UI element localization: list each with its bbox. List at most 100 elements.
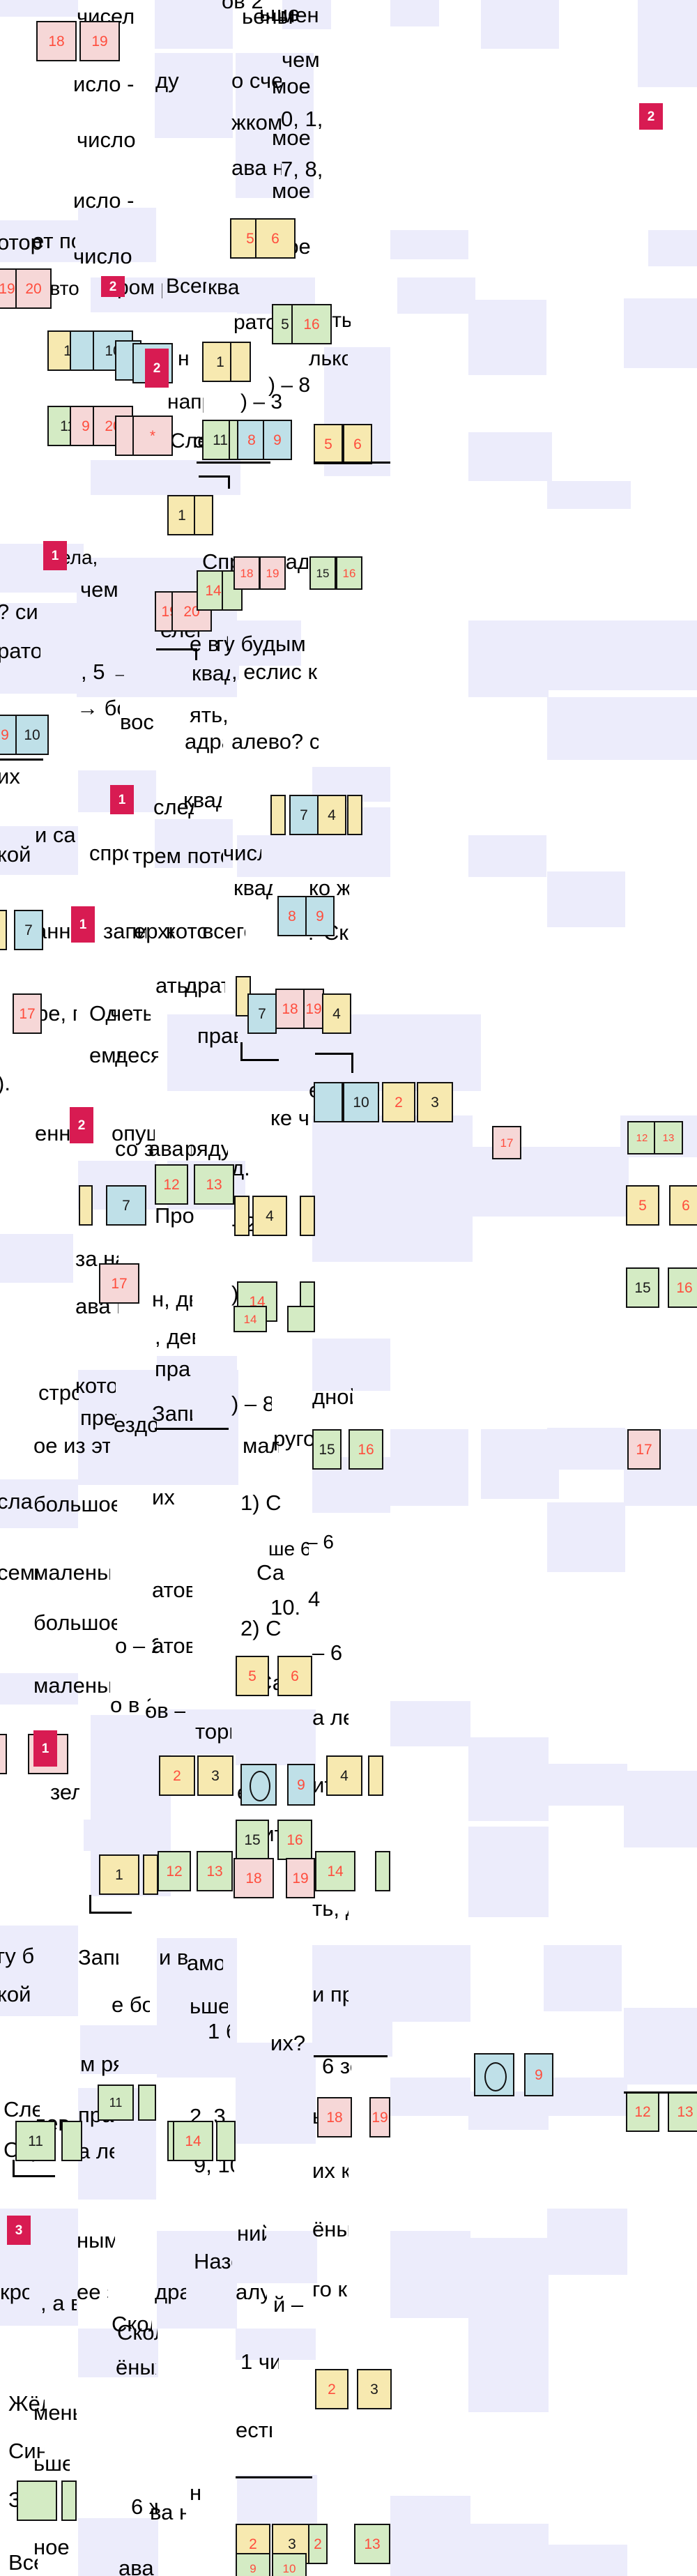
number-tile[interactable]: [270, 795, 286, 835]
number-tile[interactable]: 4: [252, 1196, 287, 1236]
number-tile[interactable]: 20: [171, 591, 212, 632]
number-tile[interactable]: 12: [158, 1851, 191, 1891]
number-tile[interactable]: [17, 2480, 57, 2521]
number-tile[interactable]: [143, 1854, 158, 1895]
number-tile[interactable]: [368, 1755, 383, 1796]
number-tile[interactable]: 19: [303, 989, 324, 1029]
number-tile[interactable]: 15: [236, 1820, 269, 1860]
number-tile[interactable]: 10: [272, 2553, 307, 2576]
number-tile[interactable]: 3: [357, 2369, 392, 2409]
number-tile[interactable]: 1: [167, 495, 197, 535]
number-tile[interactable]: 20: [15, 268, 52, 309]
number-tile[interactable]: 11: [15, 2121, 56, 2161]
number-tile[interactable]: [0, 1734, 7, 1774]
number-tile[interactable]: 12: [627, 1121, 657, 1154]
number-tile[interactable]: 13: [654, 1121, 683, 1154]
number-tile[interactable]: 14: [233, 1306, 267, 1332]
number-tile[interactable]: 14: [315, 1851, 355, 1891]
number-tile[interactable]: [314, 1082, 343, 1122]
number-tile[interactable]: [61, 2121, 82, 2161]
number-tile[interactable]: 16: [348, 1429, 383, 1470]
number-tile[interactable]: 2: [308, 2524, 328, 2564]
number-tile[interactable]: [79, 1185, 93, 1226]
number-tile[interactable]: [216, 2121, 236, 2161]
number-tile[interactable]: 6: [277, 1656, 312, 1696]
number-tile[interactable]: 6: [343, 424, 372, 464]
number-tile[interactable]: 13: [197, 1851, 233, 1891]
number-tile[interactable]: 11: [98, 2085, 134, 2121]
number-tile[interactable]: [375, 1851, 390, 1891]
number-tile[interactable]: 17: [492, 1126, 521, 1159]
number-tile[interactable]: 13: [194, 1164, 234, 1205]
exercise-number-badge[interactable]: 2: [639, 103, 663, 130]
number-tile[interactable]: 17: [627, 1429, 661, 1470]
number-tile[interactable]: 6: [669, 1185, 697, 1226]
exercise-number-badge[interactable]: 3: [7, 2216, 31, 2245]
number-tile[interactable]: 19: [259, 556, 286, 590]
number-tile[interactable]: 12: [626, 2091, 659, 2132]
number-tile[interactable]: [61, 2480, 77, 2521]
number-tile[interactable]: 5: [236, 1656, 269, 1696]
number-tile[interactable]: [300, 1196, 315, 1236]
exercise-number-badge[interactable]: 1: [43, 541, 67, 570]
number-tile[interactable]: 3: [417, 1082, 453, 1122]
number-tile[interactable]: 18: [275, 989, 305, 1029]
number-tile[interactable]: 9: [236, 2553, 270, 2576]
exercise-number-badge[interactable]: 2: [101, 276, 125, 297]
number-tile[interactable]: 4: [322, 993, 351, 1034]
number-tile[interactable]: 17: [99, 1263, 139, 1304]
number-tile[interactable]: 13: [668, 2091, 697, 2132]
number-tile[interactable]: 8: [237, 420, 266, 460]
number-tile[interactable]: 19: [369, 2097, 390, 2137]
number-tile[interactable]: [230, 342, 251, 382]
number-tile[interactable]: 15: [309, 556, 336, 590]
number-tile[interactable]: 1: [99, 1854, 139, 1895]
number-tile[interactable]: [194, 495, 213, 535]
number-tile[interactable]: 15: [312, 1429, 342, 1470]
number-tile[interactable]: 16: [291, 304, 332, 344]
number-tile[interactable]: 2: [315, 2369, 348, 2409]
number-tile[interactable]: 18: [233, 556, 260, 590]
exercise-number-badge[interactable]: 2: [145, 349, 169, 388]
number-tile[interactable]: 16: [336, 556, 362, 590]
exercise-number-badge[interactable]: 1: [71, 906, 95, 943]
number-tile[interactable]: 2: [382, 1082, 415, 1122]
number-tile[interactable]: 10: [343, 1082, 379, 1122]
number-tile[interactable]: 7: [14, 910, 43, 950]
number-tile[interactable]: [287, 1306, 315, 1332]
number-tile[interactable]: 9: [287, 1764, 315, 1806]
number-tile[interactable]: 14: [173, 2121, 213, 2161]
number-tile[interactable]: 8: [277, 896, 307, 936]
exercise-number-badge[interactable]: 1: [110, 785, 134, 814]
number-tile[interactable]: 19: [286, 1858, 315, 1898]
number-tile[interactable]: [234, 1196, 250, 1236]
number-tile[interactable]: 13: [354, 2524, 390, 2564]
number-tile[interactable]: 9: [305, 896, 335, 936]
number-tile[interactable]: 7: [247, 993, 277, 1034]
number-tile[interactable]: 7: [106, 1185, 146, 1226]
number-tile[interactable]: 9: [524, 2053, 553, 2096]
number-tile[interactable]: 2: [159, 1755, 195, 1796]
number-tile[interactable]: 10: [15, 715, 49, 755]
number-tile[interactable]: [0, 910, 7, 950]
number-tile[interactable]: 16: [668, 1267, 697, 1308]
number-tile[interactable]: 18: [317, 2097, 352, 2137]
exercise-number-badge[interactable]: 2: [70, 1107, 93, 1143]
exercise-number-badge[interactable]: 1: [33, 1730, 57, 1767]
number-tile[interactable]: 16: [277, 1820, 312, 1860]
number-tile[interactable]: 5: [626, 1185, 659, 1226]
number-tile[interactable]: [347, 795, 362, 835]
number-tile[interactable]: 3: [197, 1755, 233, 1796]
number-tile[interactable]: [138, 2085, 156, 2121]
number-tile[interactable]: 4: [317, 795, 346, 835]
number-tile[interactable]: 5: [314, 424, 343, 464]
number-tile[interactable]: 15: [626, 1267, 659, 1308]
number-tile[interactable]: 6: [255, 218, 296, 259]
number-tile[interactable]: 17: [13, 993, 42, 1034]
number-tile[interactable]: *: [132, 416, 173, 456]
number-tile[interactable]: 12: [155, 1164, 188, 1205]
number-tile[interactable]: 4: [326, 1755, 362, 1796]
number-tile[interactable]: 18: [233, 1858, 274, 1898]
number-tile[interactable]: 19: [79, 21, 120, 61]
number-tile[interactable]: 18: [36, 21, 77, 61]
